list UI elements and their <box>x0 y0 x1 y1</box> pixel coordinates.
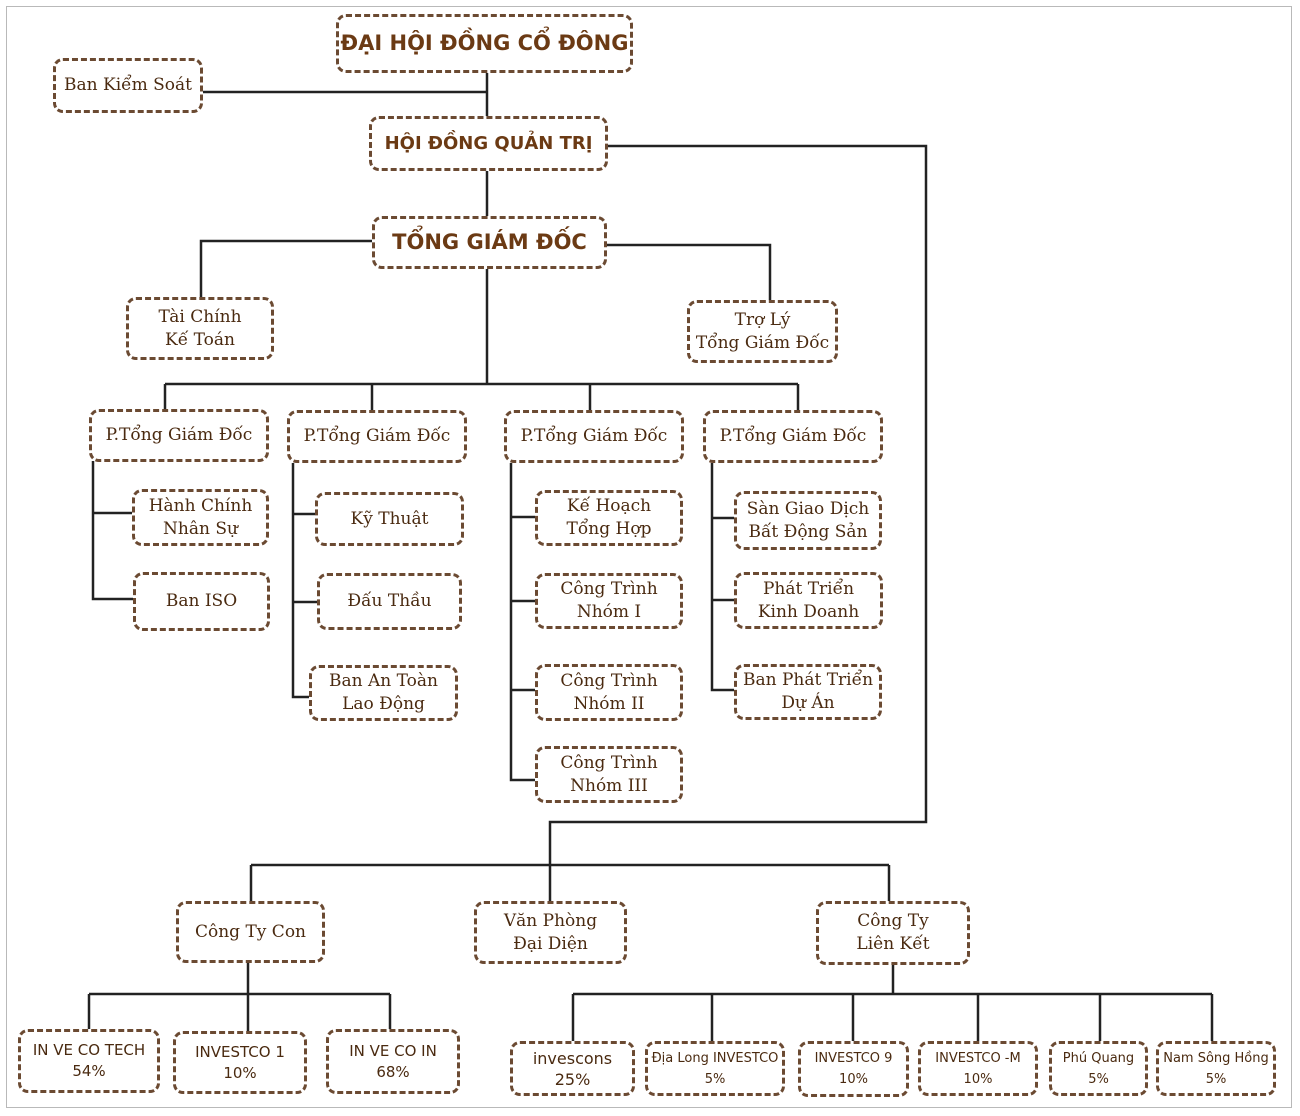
box-label: Đấu Thầu <box>347 591 432 611</box>
box-cong-ty-lien-ket: Công Ty Liên Kết <box>816 901 970 965</box>
box-label: INVESTCO 9 <box>814 1051 893 1066</box>
box-nam-song-hong: Nam Sông Hồng 5% <box>1156 1041 1276 1096</box>
box-pho-tong-giam-doc-3: P.Tổng Giám Đốc <box>504 410 684 463</box>
box-cong-trinh-nhom-1: Công Trình Nhóm I <box>535 573 683 629</box>
box-label: TỔNG GIÁM ĐỐC <box>392 230 587 254</box>
box-label: INVESTCO 1 <box>195 1042 285 1061</box>
box-label: 10% <box>223 1063 257 1082</box>
box-investco-m: INVESTCO -M 10% <box>918 1041 1038 1096</box>
box-label: 5% <box>1088 1071 1109 1087</box>
box-dia-long-investco: Địa Long INVESTCO 5% <box>645 1041 785 1096</box>
box-san-giao-dich-bat-dong-san: Sàn Giao Dịch Bất Động Sản <box>734 491 882 550</box>
box-label: P.Tổng Giám Đốc <box>105 425 253 445</box>
box-tro-ly-tong-giam-doc: Trợ Lý Tổng Giám Đốc <box>687 300 838 363</box>
box-label: Dự Án <box>781 693 835 713</box>
box-pho-tong-giam-doc-2: P.Tổng Giám Đốc <box>287 410 467 463</box>
box-in-ve-co-tech: IN VE CO TECH 54% <box>18 1029 160 1093</box>
box-label: Văn Phòng <box>503 910 598 931</box>
box-ky-thuat: Kỹ Thuật <box>315 492 464 546</box>
box-label: Địa Long INVESTCO <box>651 1050 779 1066</box>
box-label: Công Trình <box>560 752 658 773</box>
box-label: Ban ISO <box>165 591 238 611</box>
box-label: 10% <box>963 1071 993 1087</box>
box-label: 68% <box>376 1062 410 1081</box>
box-label: Sàn Giao Dịch <box>746 498 870 519</box>
box-label: INVESTCO -M <box>935 1050 1021 1066</box>
box-van-phong-dai-dien: Văn Phòng Đại Diện <box>474 901 627 964</box>
box-label: Công Ty <box>857 911 929 931</box>
box-ban-an-toan-lao-dong: Ban An Toàn Lao Động <box>309 665 458 721</box>
box-label: Ban Phát Triển <box>742 670 874 690</box>
box-label: Công Ty Con <box>194 921 306 942</box>
box-label: Phát Triển <box>762 578 855 599</box>
box-dai-hoi-dong-co-dong: ĐẠI HỘI ĐỒNG CỔ ĐÔNG <box>336 14 633 73</box>
box-in-ve-co-in: IN VE CO IN 68% <box>326 1029 460 1094</box>
box-label: Ban Kiểm Soát <box>64 75 192 95</box>
box-label: Nhân Sự <box>163 518 238 539</box>
box-hoi-dong-quan-tri: HỘI ĐỒNG QUẢN TRỊ <box>369 116 608 171</box>
box-label: Kế Hoạch <box>566 496 652 516</box>
box-label: Bất Động Sản <box>748 521 868 542</box>
box-label: 10% <box>839 1072 868 1087</box>
box-label: IN VE CO TECH <box>32 1041 146 1059</box>
box-pho-tong-giam-doc-1: P.Tổng Giám Đốc <box>89 409 269 462</box>
box-label: Kế Toán <box>165 329 235 350</box>
box-label: 54% <box>72 1062 106 1080</box>
box-phat-trien-kinh-doanh: Phát Triển Kinh Doanh <box>734 572 883 629</box>
box-invescons: invescons 25% <box>510 1041 635 1096</box>
box-label: 5% <box>704 1071 726 1087</box>
box-label: Nam Sông Hồng <box>1163 1050 1269 1066</box>
box-label: Lao Động <box>342 694 425 714</box>
box-hanh-chinh-nhan-su: Hành Chính Nhân Sự <box>132 489 269 546</box>
box-label: Công Trình <box>560 670 658 691</box>
box-ban-kiem-soat: Ban Kiểm Soát <box>53 58 203 113</box>
box-label: Ban An Toàn <box>329 671 438 691</box>
box-dau-thau: Đấu Thầu <box>317 573 462 630</box>
box-label: P.Tổng Giám Đốc <box>520 426 668 446</box>
box-label: Trợ Lý <box>734 309 791 330</box>
box-label: Liên Kết <box>856 934 930 954</box>
box-label: Công Trình <box>560 579 658 599</box>
box-label: Tài Chính <box>158 306 242 327</box>
box-label: IN VE CO IN <box>349 1041 437 1060</box>
box-tong-giam-doc: TỔNG GIÁM ĐỐC <box>372 216 607 269</box>
box-label: Nhóm I <box>576 602 642 622</box>
box-phu-quang: Phú Quang 5% <box>1049 1041 1148 1096</box>
box-label: 25% <box>554 1069 591 1089</box>
box-label: Phú Quang <box>1062 1050 1135 1066</box>
box-label: ĐẠI HỘI ĐỒNG CỔ ĐÔNG <box>340 31 629 55</box>
box-ban-phat-trien-du-an: Ban Phát Triển Dự Án <box>734 664 882 720</box>
box-label: Tổng Giám Đốc <box>695 332 830 353</box>
box-investco-1: INVESTCO 1 10% <box>173 1031 307 1094</box>
box-label: HỘI ĐỒNG QUẢN TRỊ <box>384 133 593 154</box>
box-label: Nhóm III <box>570 775 648 796</box>
box-cong-trinh-nhom-2: Công Trình Nhóm II <box>535 664 683 721</box>
box-ke-hoach-tong-hop: Kế Hoạch Tổng Hợp <box>535 490 683 546</box>
diagram-frame <box>6 6 1292 1108</box>
box-investco-9: INVESTCO 9 10% <box>798 1041 909 1097</box>
box-label: Kinh Doanh <box>757 601 860 622</box>
box-label: Hành Chính <box>148 495 253 516</box>
box-cong-ty-con: Công Ty Con <box>176 901 325 963</box>
box-label: P.Tổng Giám Đốc <box>303 426 451 446</box>
box-pho-tong-giam-doc-4: P.Tổng Giám Đốc <box>703 410 883 463</box>
box-tai-chinh-ke-toan: Tài Chính Kế Toán <box>126 297 274 360</box>
box-cong-trinh-nhom-3: Công Trình Nhóm III <box>535 746 683 803</box>
box-label: Đại Diện <box>513 933 588 954</box>
box-label: Tổng Hợp <box>566 519 652 539</box>
box-label: Kỹ Thuật <box>350 508 429 529</box>
box-label: Nhóm II <box>573 693 645 714</box>
box-label: invescons <box>532 1048 613 1068</box>
box-label: 5% <box>1205 1071 1227 1087</box>
box-label: P.Tổng Giám Đốc <box>719 426 867 446</box>
box-ban-iso: Ban ISO <box>133 572 270 631</box>
